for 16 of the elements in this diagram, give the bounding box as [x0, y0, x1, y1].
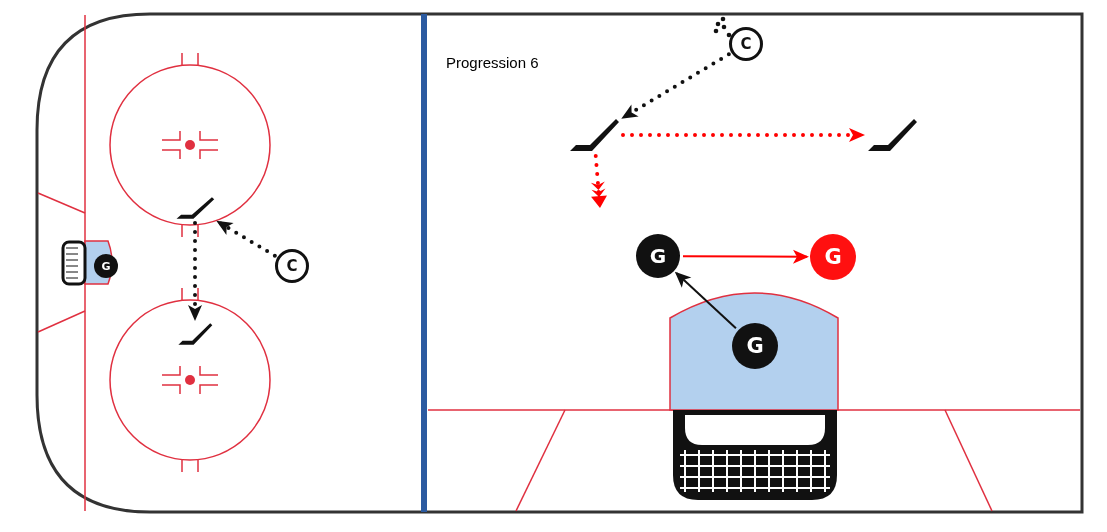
- coach-marker: C: [729, 27, 763, 61]
- goalie-marker: G: [810, 234, 856, 280]
- drill-title: Progression 6: [446, 54, 539, 71]
- dotted-arrow: [621, 128, 865, 142]
- goalie-marker: G: [94, 254, 118, 278]
- goalie-marker: G: [636, 234, 680, 278]
- hockey-stick-icon: [177, 322, 213, 346]
- coach-marker: C: [275, 249, 309, 283]
- dotted-arrow: [621, 52, 731, 120]
- dotted-arrow: [216, 219, 277, 258]
- dotted-arrow: [188, 221, 202, 321]
- hockey-stick-icon: [568, 117, 620, 153]
- hockey-stick-icon: [866, 117, 918, 153]
- arrow: [674, 271, 737, 330]
- arrow: [682, 249, 809, 264]
- hockey-stick-icon: [175, 196, 215, 220]
